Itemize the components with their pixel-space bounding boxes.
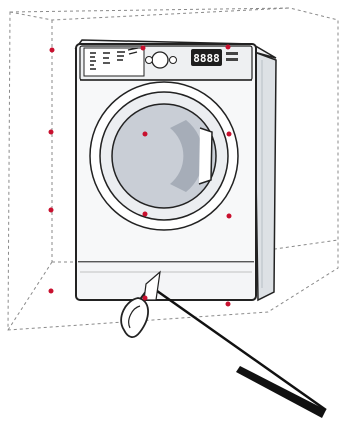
marker-point xyxy=(227,132,232,137)
marker-point xyxy=(226,45,231,50)
washer-door xyxy=(90,82,238,230)
marker-point xyxy=(49,130,54,135)
marker-point xyxy=(141,46,146,51)
marker-point xyxy=(49,289,54,294)
detergent-drawer xyxy=(84,48,144,76)
display-readout: 8888 xyxy=(193,52,220,65)
marker-point xyxy=(227,214,232,219)
marker-point xyxy=(49,208,54,213)
service-panel xyxy=(78,262,254,298)
marker-point xyxy=(50,48,55,53)
door-handle xyxy=(199,128,212,184)
machine-side-panel xyxy=(254,52,276,300)
marker-point xyxy=(143,212,148,217)
tool-jaw xyxy=(121,298,148,337)
marker-point xyxy=(226,302,231,307)
marker-point xyxy=(143,132,148,137)
marker-point xyxy=(143,296,148,301)
tool-handle xyxy=(236,366,326,418)
